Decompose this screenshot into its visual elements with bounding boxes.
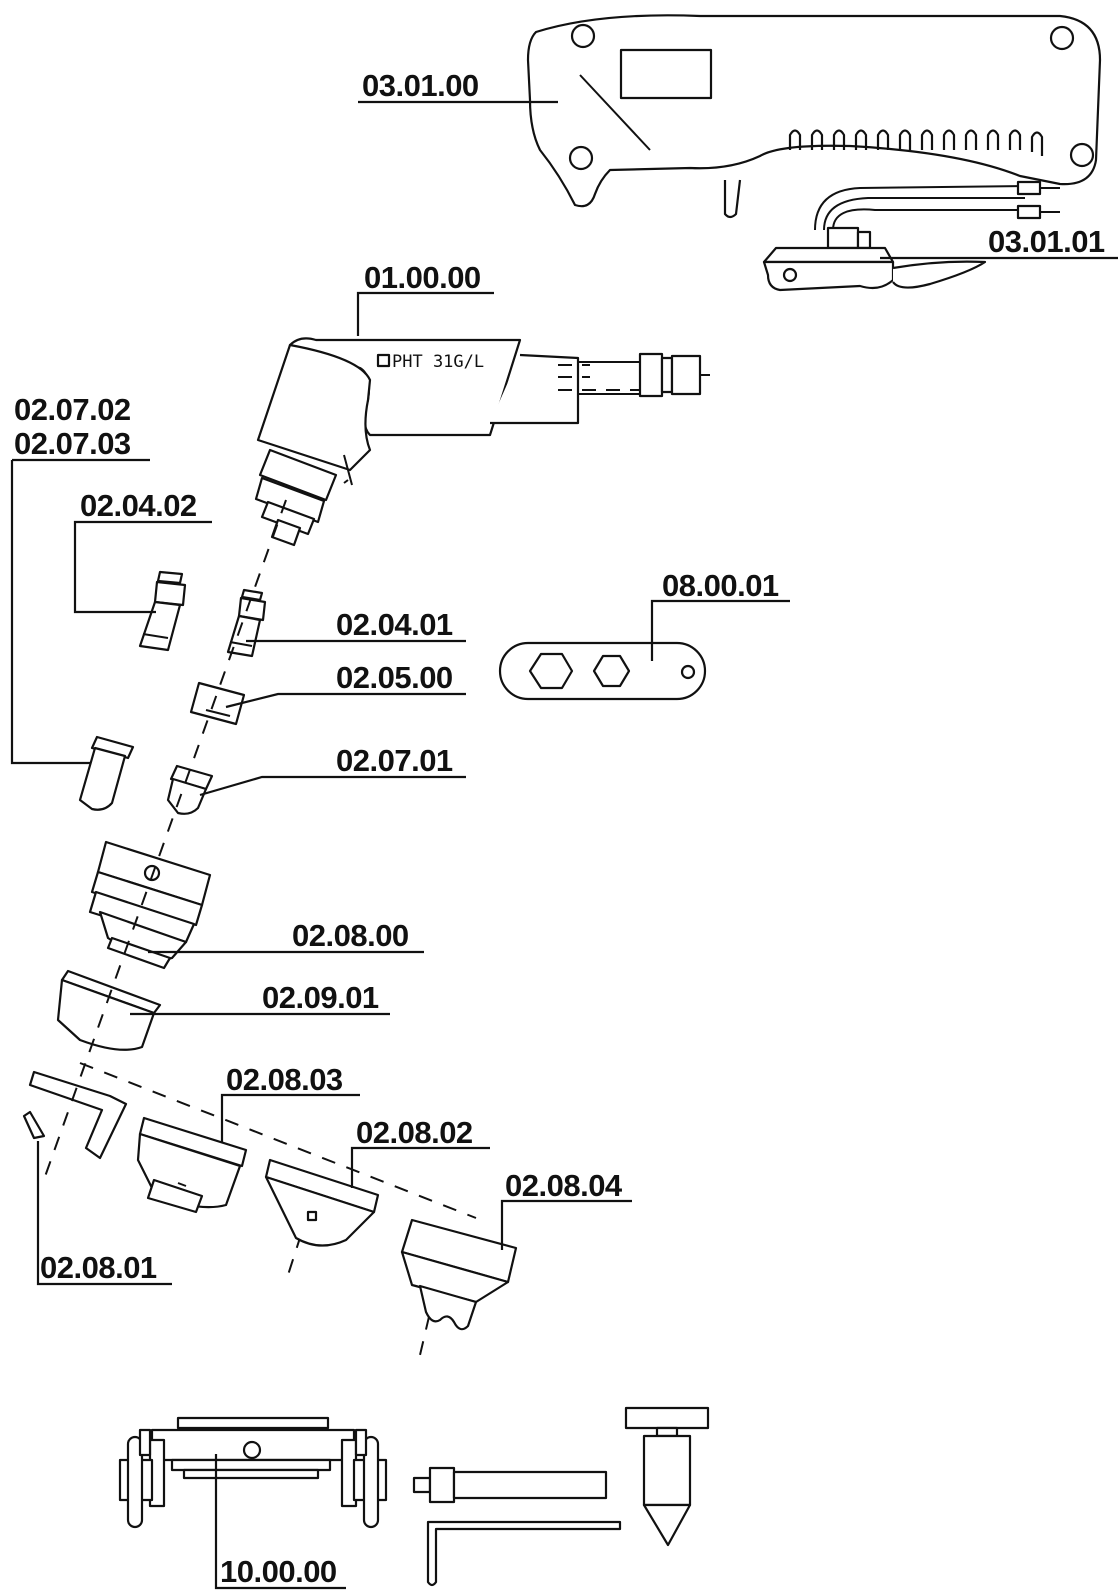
electrode-holder-part bbox=[138, 570, 187, 652]
shield-holder-part bbox=[88, 840, 212, 970]
leader-electrode-holder bbox=[73, 520, 212, 614]
diffuser-part bbox=[189, 681, 246, 726]
label-trolley: 10.00.00 bbox=[220, 1554, 337, 1589]
spacer-cup-a-part bbox=[136, 1116, 248, 1214]
label-handle: 03.01.00 bbox=[362, 68, 479, 103]
label-electrode-long: 02.07.02 bbox=[14, 392, 131, 427]
label-spacer-cup-c: 02.08.04 bbox=[505, 1168, 623, 1203]
leader-spacer-cup-a bbox=[220, 1093, 360, 1142]
label-electrode: 02.04.01 bbox=[336, 607, 453, 642]
leader-spacer-cup-b bbox=[350, 1146, 490, 1188]
leader-diffuser bbox=[225, 692, 466, 709]
leader-wrench bbox=[650, 599, 790, 661]
allen-key-part bbox=[426, 1520, 622, 1587]
label-torch-head: 01.00.00 bbox=[364, 260, 481, 295]
torch-model-marking: PHT 31G/L bbox=[392, 352, 484, 372]
leader-electrode-long bbox=[10, 458, 150, 765]
wrench-part bbox=[498, 641, 707, 701]
handle-part bbox=[526, 14, 1102, 219]
label-diffuser: 02.05.00 bbox=[336, 660, 453, 695]
label-shield-cup: 02.09.01 bbox=[262, 980, 379, 1015]
label-electrode-holder: 02.04.02 bbox=[80, 488, 197, 523]
leader-spacer-wire bbox=[36, 1141, 172, 1286]
leader-spacer-cup-c bbox=[500, 1199, 632, 1250]
electrode-part bbox=[226, 588, 267, 658]
leader-trolley bbox=[214, 1454, 346, 1590]
spacer-cup-b-part bbox=[264, 1158, 380, 1247]
leader-nozzle bbox=[199, 775, 466, 797]
label-spacer-cup-a: 02.08.03 bbox=[226, 1062, 343, 1097]
label-shield-holder: 02.08.00 bbox=[292, 918, 409, 953]
trigger-part bbox=[762, 180, 1060, 292]
centering-point-part bbox=[624, 1406, 710, 1547]
spacer-cup-c-part bbox=[400, 1218, 518, 1331]
label-electrode-long-alt: 02.07.03 bbox=[14, 426, 131, 461]
electrode-long-part bbox=[78, 735, 135, 811]
shield-cup-part bbox=[56, 969, 162, 1051]
label-nozzle: 02.07.01 bbox=[336, 743, 453, 778]
torch-head-part bbox=[254, 337, 710, 547]
guide-stud-part bbox=[412, 1466, 608, 1504]
label-trigger: 03.01.01 bbox=[988, 224, 1105, 259]
nozzle-part bbox=[166, 764, 214, 815]
leader-torch-head bbox=[356, 291, 494, 336]
label-spacer-wire: 02.08.01 bbox=[40, 1250, 157, 1285]
trolley-part bbox=[118, 1416, 388, 1529]
label-spacer-cup-b: 02.08.02 bbox=[356, 1115, 473, 1150]
label-wrench: 08.00.01 bbox=[662, 568, 779, 603]
spacer-wire-part bbox=[22, 1070, 128, 1160]
